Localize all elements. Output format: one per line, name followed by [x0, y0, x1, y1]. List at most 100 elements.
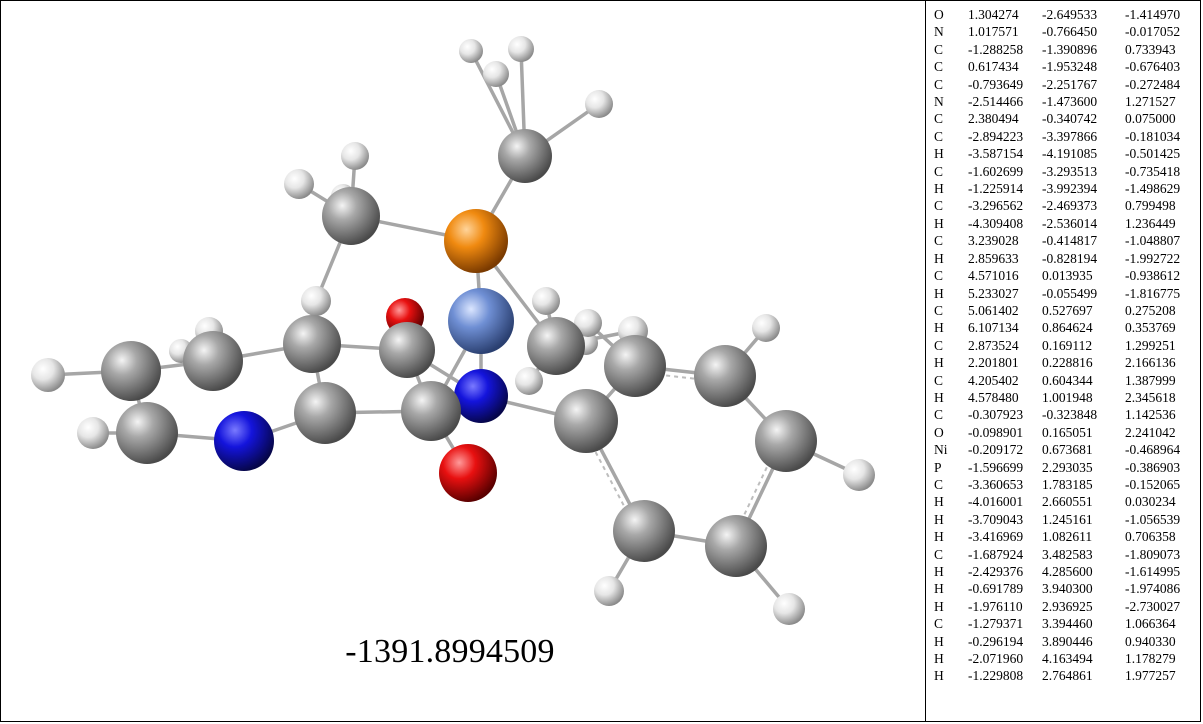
atom-symbol: H [934, 581, 944, 597]
coord-y: 1.001948 [1042, 389, 1093, 405]
coord-x: 1.304274 [968, 7, 1019, 22]
atom-symbol: O [934, 424, 944, 440]
coord-y: -1.953248 [1042, 59, 1098, 75]
coord-z: 0.075000 [1125, 111, 1176, 127]
atom-symbol: P [934, 459, 942, 475]
coordinate-row: C-2.894223-3.397866-0.181034 [928, 128, 1200, 145]
hydrogen-atom [483, 61, 509, 87]
atom-symbol: H [934, 633, 944, 649]
coord-z: -1.498629 [1125, 181, 1181, 197]
coord-x: 1.017571 [968, 24, 1019, 40]
energy-value: -1391.8994509 [345, 633, 555, 670]
coord-y: 2.936925 [1042, 598, 1093, 614]
atom-symbol: H [934, 668, 944, 684]
atom-symbol: C [934, 198, 944, 214]
coord-y: 4.163494 [1042, 651, 1093, 667]
coord-y: 2.660551 [1042, 494, 1093, 510]
coord-y: -0.414817 [1042, 233, 1098, 249]
atom-symbol: C [934, 41, 944, 57]
coord-x: -1.225914 [968, 181, 1024, 197]
coord-z: -0.272484 [1125, 76, 1181, 92]
coord-y: 0.527697 [1042, 302, 1093, 318]
hydrogen-atom [773, 593, 805, 625]
hydrogen-atom [284, 169, 314, 199]
coord-y: 4.285600 [1042, 564, 1093, 579]
coord-y: 2.293035 [1042, 459, 1093, 475]
coordinate-row: H-3.587154-4.191085-0.501425 [928, 145, 1200, 162]
hydrogen-atom [532, 287, 560, 315]
atom-symbol: C [934, 163, 944, 179]
coord-x: -0.793649 [968, 76, 1024, 92]
coordinate-row: C-0.793649-2.251767-0.272484 [928, 76, 1200, 93]
hydrogen-atom [341, 142, 369, 170]
coord-z: 0.353769 [1125, 320, 1176, 336]
coord-x: 2.380494 [968, 111, 1019, 127]
coord-z: -1.974086 [1125, 581, 1181, 597]
coord-x: -3.416969 [968, 529, 1024, 545]
coord-y: -0.828194 [1042, 250, 1098, 266]
coord-x: -1.229808 [968, 668, 1024, 684]
atom-symbol: C [934, 372, 944, 388]
coordinate-row: H-1.225914-3.992394-1.498629 [928, 180, 1200, 197]
coord-z: 0.275208 [1125, 302, 1176, 318]
coord-z: 0.030234 [1125, 494, 1176, 510]
coord-x: -0.691789 [968, 581, 1024, 597]
coord-z: -0.501425 [1125, 146, 1181, 162]
hydrogen-atom [752, 314, 780, 342]
coord-x: 2.201801 [968, 355, 1019, 371]
coord-x: -1.596699 [968, 459, 1024, 475]
coord-y: 0.013935 [1042, 268, 1093, 284]
coord-z: 0.706358 [1125, 529, 1176, 545]
coord-y: 3.394460 [1042, 616, 1093, 632]
coord-z: 1.066364 [1125, 616, 1176, 632]
atom-symbol: H [934, 320, 944, 336]
carbon-atom [116, 402, 178, 464]
coord-y: 0.604344 [1042, 372, 1093, 388]
coord-x: -1.976110 [968, 598, 1023, 614]
coord-x: -3.360653 [968, 476, 1024, 492]
coord-z: -0.152065 [1125, 476, 1181, 492]
coord-x: -0.098901 [968, 424, 1024, 440]
atom-symbol: H [934, 494, 944, 510]
hydrogen-atom [574, 309, 602, 337]
coord-x: -0.296194 [968, 633, 1024, 649]
coord-z: -1.056539 [1125, 511, 1181, 527]
coord-y: -0.340742 [1042, 111, 1098, 127]
molecule-rendering [31, 36, 875, 625]
phosphorus-atom [444, 209, 508, 273]
coord-y: 3.482583 [1042, 546, 1093, 562]
coord-z: -1.816775 [1125, 285, 1181, 301]
coord-x: -1.288258 [968, 41, 1024, 57]
atom-symbol: C [934, 546, 944, 562]
atom-symbol: C [934, 302, 944, 318]
coord-x: -0.209172 [968, 442, 1024, 458]
atom-symbol: H [934, 564, 944, 579]
coord-y: -0.055499 [1042, 285, 1098, 301]
coordinate-row: C-1.602699-3.293513-0.735418 [928, 163, 1200, 180]
coord-x: -1.602699 [968, 163, 1024, 179]
carbon-atom [527, 317, 585, 375]
coord-y: -2.469373 [1042, 198, 1098, 214]
coord-z: 1.142536 [1125, 407, 1176, 423]
hydrogen-atom [515, 367, 543, 395]
coord-x: -2.514466 [968, 94, 1024, 110]
coord-z: 2.345618 [1125, 389, 1176, 405]
coord-z: -1.414970 [1125, 7, 1181, 22]
panel-divider [925, 0, 926, 722]
